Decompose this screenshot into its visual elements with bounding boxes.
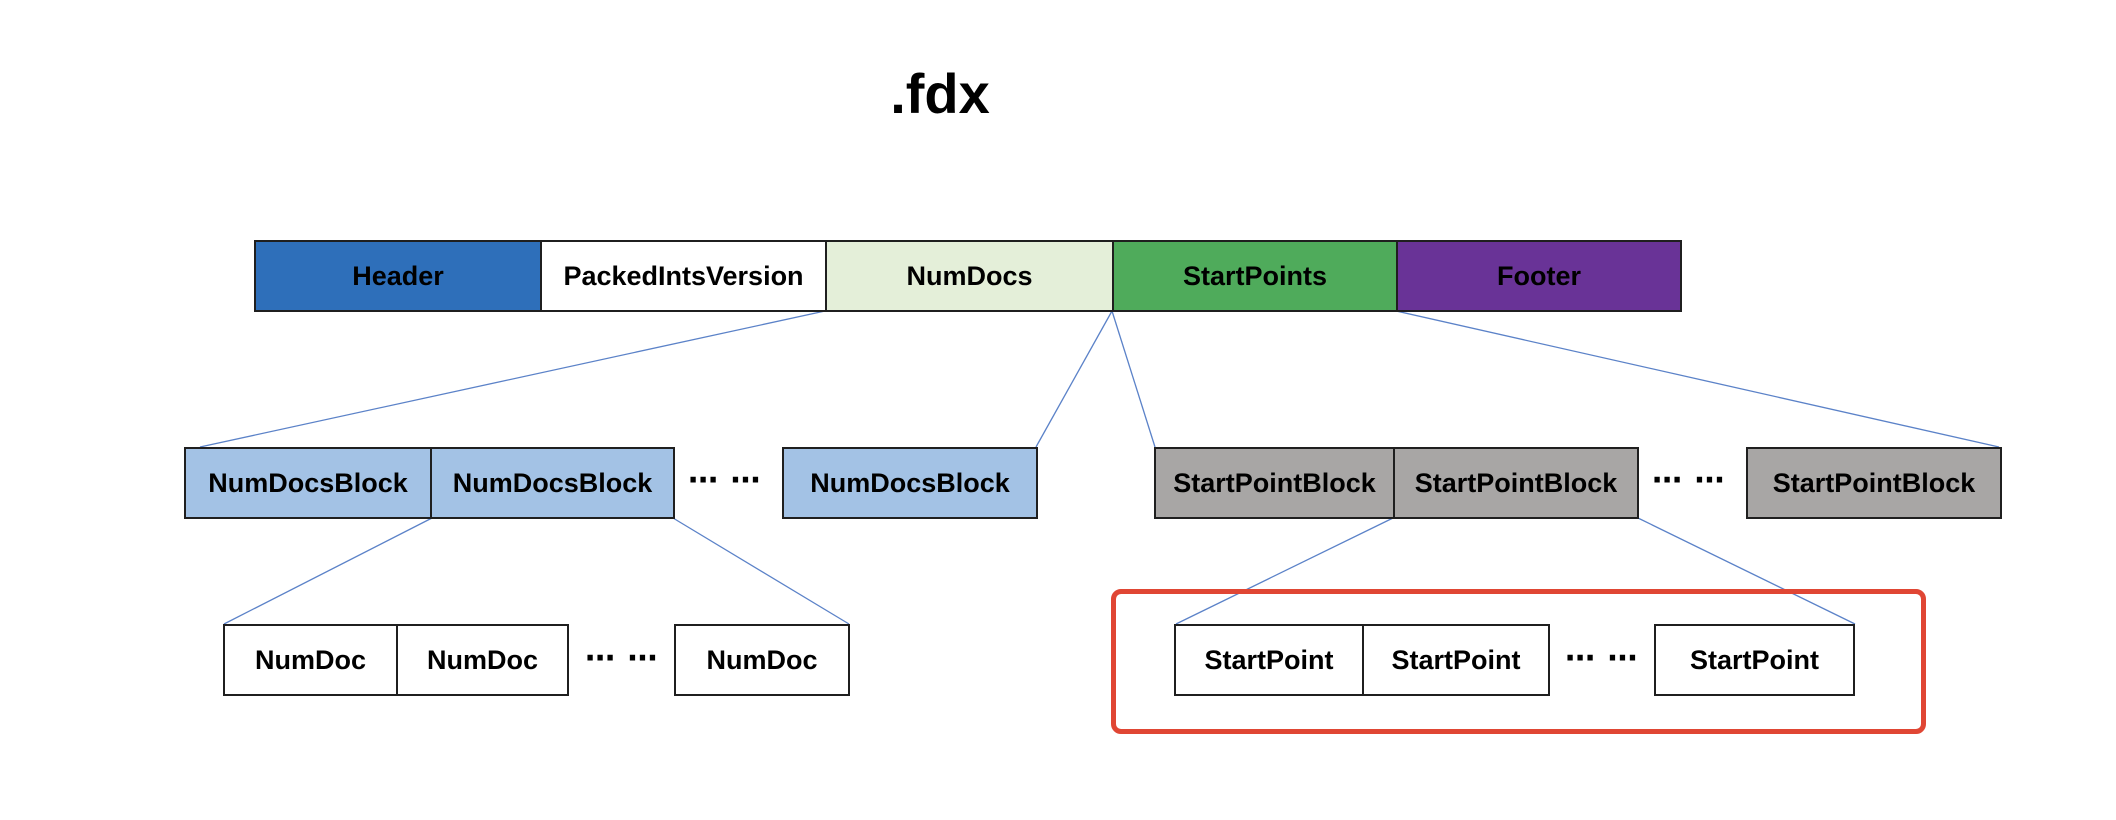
start-point-1: StartPoint — [1174, 624, 1364, 696]
footer-segment: Footer — [1396, 240, 1682, 312]
start-point-last: StartPoint — [1654, 624, 1855, 696]
connector-numdocsblock-to-first-numdoc — [223, 517, 433, 625]
connector-numdocs-to-last-block — [1035, 310, 1113, 448]
start-point-ellipsis: ⋯ ⋯ — [1565, 642, 1640, 675]
connector-startpoints-to-first-block — [1111, 310, 1156, 448]
start-point-block-ellipsis: ⋯ ⋯ — [1652, 464, 1727, 497]
start-point-2: StartPoint — [1362, 624, 1550, 696]
diagram-title: .fdx — [890, 62, 990, 125]
connector-startpointblock-to-first-startpoint — [1175, 517, 1394, 625]
connector-numdocsblock-to-last-numdoc — [672, 517, 850, 625]
num-doc-1: NumDoc — [223, 624, 398, 696]
num-doc-ellipsis: ⋯ ⋯ — [585, 642, 660, 675]
num-doc-2: NumDoc — [396, 624, 569, 696]
start-points-segment: StartPoints — [1112, 240, 1398, 312]
start-point-block-1: StartPointBlock — [1154, 447, 1395, 519]
header-segment: Header — [254, 240, 542, 312]
start-point-block-last: StartPointBlock — [1746, 447, 2002, 519]
start-point-highlight-frame — [1111, 589, 1926, 734]
num-doc-last: NumDoc — [674, 624, 850, 696]
connector-numdocs-to-first-block — [199, 310, 826, 448]
start-point-block-2: StartPointBlock — [1393, 447, 1639, 519]
num-docs-block-2: NumDocsBlock — [430, 447, 675, 519]
num-docs-segment: NumDocs — [825, 240, 1114, 312]
num-docs-block-1: NumDocsBlock — [184, 447, 432, 519]
connector-startpoints-to-last-block — [1395, 310, 2000, 448]
packed-ints-version-segment: PackedIntsVersion — [540, 240, 827, 312]
num-docs-block-ellipsis: ⋯ ⋯ — [688, 464, 763, 497]
connector-startpointblock-to-last-startpoint — [1637, 517, 1856, 625]
num-docs-block-last: NumDocsBlock — [782, 447, 1038, 519]
